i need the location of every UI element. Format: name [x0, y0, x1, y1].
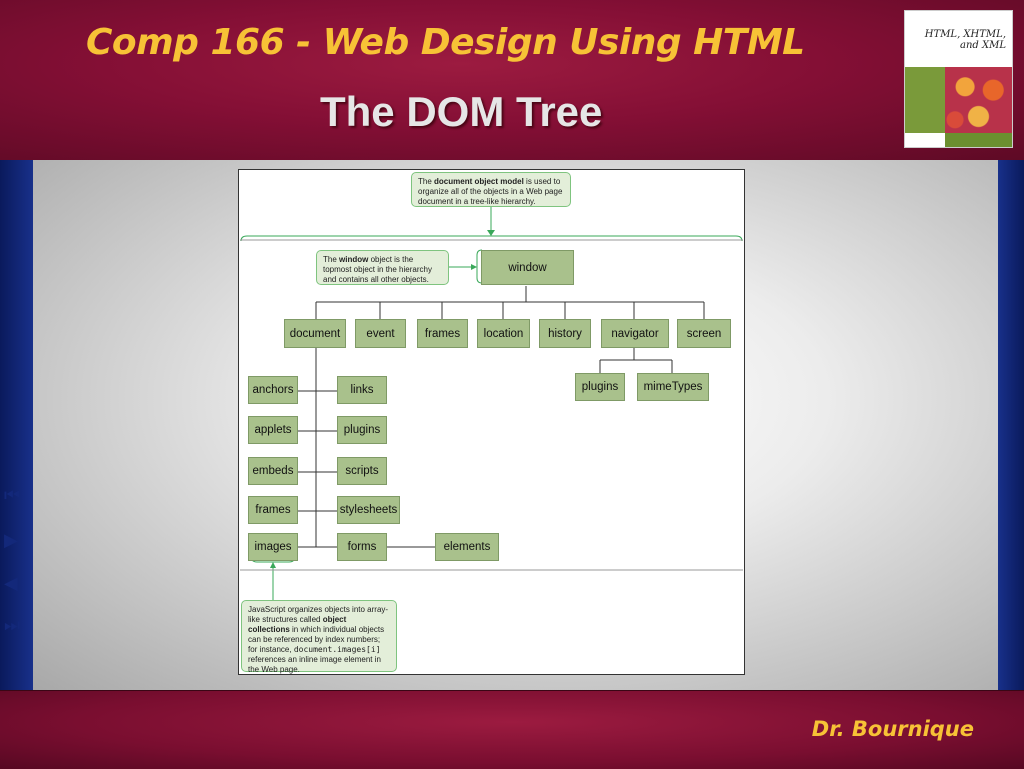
- slide-title: The DOM Tree: [320, 88, 603, 135]
- node-applets: applets: [248, 416, 298, 444]
- node-scripts: scripts: [337, 457, 387, 485]
- slide-header: Comp 166 - Web Design Using HTML The DOM…: [0, 0, 1024, 160]
- book-cover-image: HTML, XHTML, and XML: [904, 10, 1013, 148]
- book-cover-strip: [945, 133, 1012, 147]
- node-mimetypes: mimeTypes: [637, 373, 709, 401]
- callout-text: object is the topmost object in the hier…: [323, 255, 432, 284]
- author-name: Dr. Bournique: [811, 717, 974, 741]
- last-slide-icon[interactable]: ⏭: [4, 615, 21, 635]
- node-history: history: [539, 319, 591, 348]
- right-sidebar: [998, 160, 1024, 690]
- node-navigator: navigator: [601, 319, 669, 348]
- node-event: event: [355, 319, 406, 348]
- node-window: window: [481, 250, 574, 285]
- node-embeds: embeds: [248, 457, 298, 485]
- callout-text: references an inline image element in th…: [248, 655, 381, 674]
- node-frames: frames: [417, 319, 468, 348]
- callout-bold-text: window: [339, 255, 369, 264]
- node-navigator-plugins: plugins: [575, 373, 625, 401]
- previous-slide-icon[interactable]: ◀: [4, 573, 18, 593]
- node-document: document: [284, 319, 346, 348]
- node-anchors: anchors: [248, 376, 298, 404]
- slide-footer: Dr. Bournique: [0, 690, 1024, 769]
- next-slide-icon[interactable]: ▶: [4, 530, 18, 550]
- node-elements: elements: [435, 533, 499, 561]
- callout-text: The: [323, 255, 340, 264]
- book-cover-title: HTML, XHTML, and XML: [924, 29, 1006, 51]
- node-images: images: [248, 533, 298, 561]
- left-sidebar: ⏮ ▶ ◀ ⏭: [0, 160, 33, 690]
- callout-text: JavaScript organizes objects into array-…: [248, 605, 389, 624]
- node-screen: screen: [677, 319, 731, 348]
- first-slide-icon[interactable]: ⏮: [4, 485, 21, 505]
- diagram-connector-lines: [240, 201, 743, 600]
- dom-tree-diagram: The document object model is used to org…: [238, 169, 745, 675]
- callout-window-object: The window object is the topmost object …: [316, 250, 449, 285]
- callout-code-text: document.images[i]: [293, 645, 381, 654]
- node-location: location: [477, 319, 530, 348]
- callout-text: The: [418, 177, 435, 186]
- course-title: Comp 166 - Web Design Using HTML: [86, 22, 805, 63]
- callout-bold-text: document object model: [434, 177, 524, 186]
- callout-bold-text: object collections: [248, 615, 347, 634]
- node-plugins: plugins: [337, 416, 387, 444]
- node-links: links: [337, 376, 387, 404]
- book-cover-flower-art: [945, 67, 1012, 133]
- book-cover-green-panel: [905, 67, 945, 133]
- node-frames-collection: frames: [248, 496, 298, 524]
- callout-text: is used to organize all of the objects i…: [418, 177, 563, 206]
- node-forms: forms: [337, 533, 387, 561]
- callout-object-collections: JavaScript organizes objects into array-…: [241, 600, 397, 674]
- node-stylesheets: stylesheets: [337, 496, 400, 524]
- callout-text: in which individual objects can be refer…: [248, 625, 385, 654]
- callout-document-object-model: The document object model is used to org…: [411, 172, 571, 207]
